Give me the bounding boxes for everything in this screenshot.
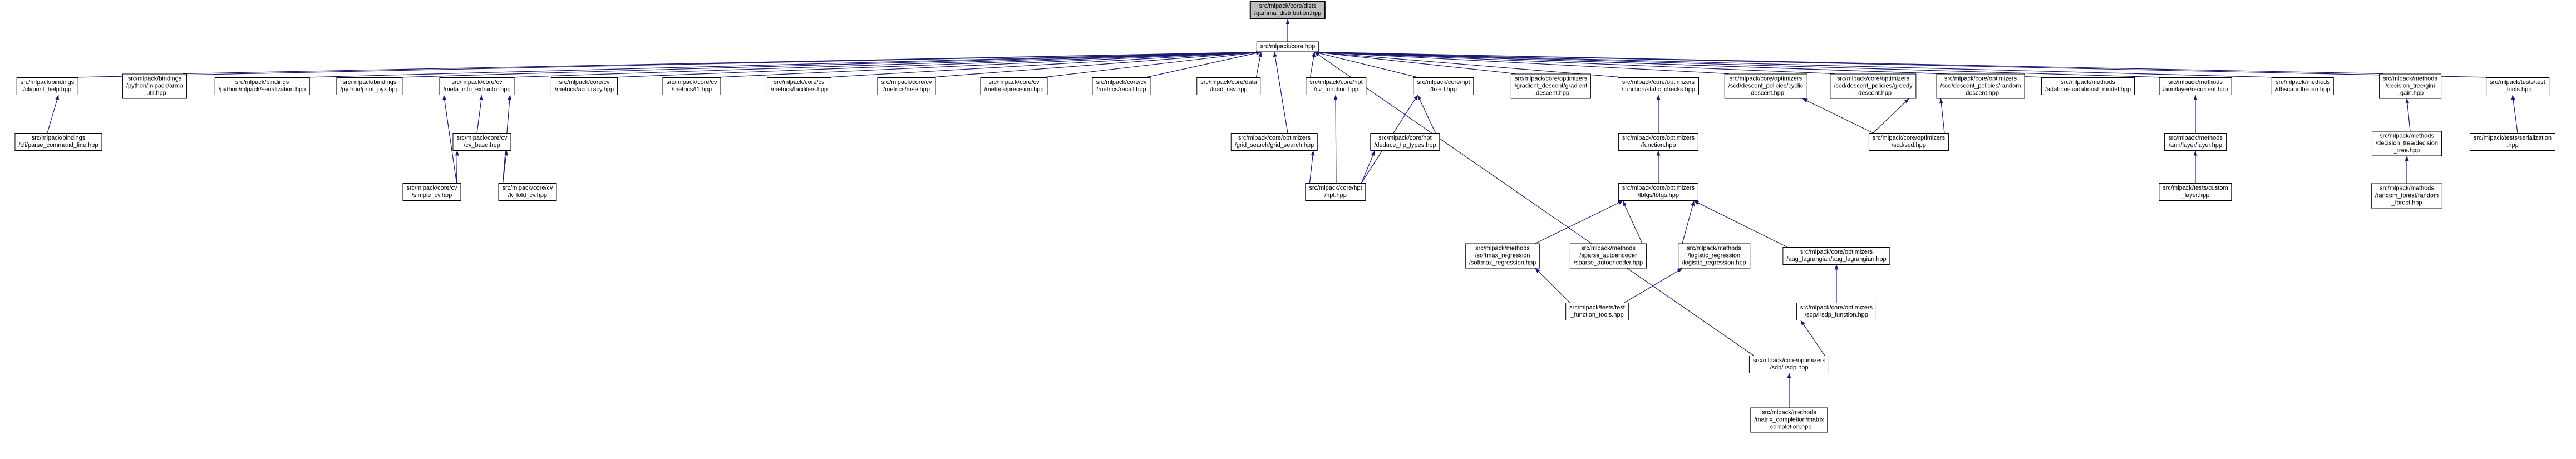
graph-node-function[interactable]: src/mlpack/core/optimizers /function.hpp [1618,133,1699,151]
graph-node-grid_search[interactable]: src/mlpack/core/optimizers /grid_search/… [1230,133,1318,151]
graph-node-print_pyx[interactable]: src/mlpack/bindings /python/print_pyx.hp… [336,77,403,95]
graph-node-scd[interactable]: src/mlpack/core/optimizers /scd/scd.hpp [1868,133,1949,151]
include-edge-parse_command_line-to-print_help [47,95,59,134]
include-edge-aug_lagrangian-to-lbfgs [1693,200,1787,248]
include-edge-logistic_regression-to-lbfgs [1682,200,1695,244]
include-edge-scd-to-greedy_descent [1873,98,1909,134]
graph-node-test_function_tools[interactable]: src/mlpack/tests/test _function_tools.hp… [1565,303,1629,320]
include-edge-dbscan-to-core [1314,50,2277,78]
graph-node-gradient_descent[interactable]: src/mlpack/core/optimizers /gradient_des… [1510,73,1592,99]
include-edge-test_tools-to-core [1314,50,2491,78]
graph-node-static_checks[interactable]: src/mlpack/core/optimizers /function/sta… [1617,77,1700,95]
include-edge-softmax_regression-to-lbfgs [1535,200,1623,244]
graph-node-serialization_test[interactable]: src/mlpack/tests/serialization .hpp [2470,133,2555,151]
include-edge-lrsdp-to-lrsdp_function [1800,320,1825,356]
include-edge-arma_util-to-core [182,50,1262,75]
include-edge-cv_base-to-meta_info_extractor [476,95,484,134]
include-edge-precision-to-core [1043,51,1262,78]
include-edge-cv_function-to-core [1309,52,1316,78]
graph-node-adaboost_model[interactable]: src/mlpack/methods /adaboost/adaboost_mo… [2041,77,2135,95]
graph-node-core[interactable]: src/mlpack/core.hpp [1256,41,1319,52]
graph-node-decision_tree[interactable]: src/mlpack/methods /decision_tree/decisi… [2372,131,2442,156]
graph-node-cv_function[interactable]: src/mlpack/core/hpt /cv_function.hpp [1306,77,1367,95]
include-edge-recurrent-to-core [1314,50,2164,78]
graph-node-gamma_distribution[interactable]: src/mlpack/core/dists /gamma_distributio… [1249,1,1326,19]
include-edge-grid_search-to-core [1273,52,1288,134]
include-edge-facilities-to-core [826,50,1262,78]
include-edge-test_function_tools-to-logistic_regression [1624,268,1683,303]
include-edge-accuracy-to-core [613,50,1262,78]
graph-node-mse[interactable]: src/mlpack/core/cv /metrics/mse.hpp [877,77,936,95]
include-edge-print_pyx-to-core [398,50,1262,78]
graph-node-arma_util[interactable]: src/mlpack/bindings /python/mlpack/arma … [122,73,188,99]
include-edge-greedy_descent-to-core [1314,50,1835,75]
graph-node-deduce_hp_types[interactable]: src/mlpack/core/hpt /deduce_hp_types.hpp [1370,133,1440,151]
graph-node-f1[interactable]: src/mlpack/core/cv /metrics/f1.hpp [662,77,721,95]
include-edge-py_serialization-to-core [305,50,1262,78]
graph-node-recurrent[interactable]: src/mlpack/methods /ann/layer/recurrent.… [2159,77,2232,95]
include-edge-recall-to-core [1146,51,1262,78]
include-edge-cyclic_descent-to-core [1314,50,1729,75]
graph-node-gini_gain[interactable]: src/mlpack/methods /decision_tree/gini _… [2379,73,2441,99]
include-edge-deduce_hp_types-to-fixed [1417,95,1436,134]
include-edge-serialization_test-to-test_tools [2511,95,2518,134]
graph-node-print_help[interactable]: src/mlpack/bindings /cli/print_help.hpp [16,77,78,95]
graph-node-dbscan[interactable]: src/mlpack/methods /dbscan/dbscan.hpp [2271,77,2334,95]
include-edge-scd-to-cyclic_descent [1802,98,1874,134]
include-edge-mse-to-core [931,50,1262,78]
include-edge-lrsdp-to-core [1314,52,1754,356]
include-edge-static_checks-to-core [1314,50,1623,78]
graph-node-random_descent[interactable]: src/mlpack/core/optimizers /scd/descent_… [1936,73,2025,99]
graph-node-lrsdp[interactable]: src/mlpack/core/optimizers /sdp/lrsdp.hp… [1748,356,1830,373]
include-edge-simple_cv-to-meta_info_extractor [442,95,457,184]
graph-node-py_serialization[interactable]: src/mlpack/bindings /python/mlpack/seria… [214,77,310,95]
graph-node-cv_base[interactable]: src/mlpack/core/cv /cv_base.hpp [452,133,511,151]
graph-node-greedy_descent[interactable]: src/mlpack/core/optimizers /scd/descent_… [1830,73,1917,99]
include-edge-hpt-to-deduce_hp_types [1361,150,1376,184]
include-edge-gradient_descent-to-core [1314,50,1516,75]
include-edge-hpt-to-grid_search [1309,150,1315,184]
graph-node-accuracy[interactable]: src/mlpack/core/cv /metrics/accuracy.hpp [550,77,618,95]
graph-node-custom_layer[interactable]: src/mlpack/tests/custom _layer.hpp [2159,183,2232,201]
graph-node-lrsdp_function[interactable]: src/mlpack/core/optimizers /sdp/lrsdp_fu… [1796,303,1877,320]
graph-node-precision[interactable]: src/mlpack/core/cv /metrics/precision.hp… [980,77,1048,95]
graph-node-cyclic_descent[interactable]: src/mlpack/core/optimizers /scd/descent_… [1724,73,1807,99]
include-edge-scd-to-random_descent [1939,98,1945,134]
graph-node-matrix_completion[interactable]: src/mlpack/methods /matrix_completion/ma… [1750,407,1828,433]
include-edge-sparse_autoencoder-to-lbfgs [1622,200,1643,244]
graph-node-meta_info_extractor[interactable]: src/mlpack/core/cv /meta_info_extractor.… [439,77,515,95]
graph-node-hpt[interactable]: src/mlpack/core/hpt /hpt.hpp [1305,183,1366,201]
graph-node-facilities[interactable]: src/mlpack/core/cv /metrics/facilities.h… [766,77,832,95]
include-edge-adaboost_model-to-core [1314,50,2046,78]
graph-node-recall[interactable]: src/mlpack/core/cv /metrics/recall.hpp [1092,77,1151,95]
include-edge-f1-to-core [716,50,1262,78]
include-edge-fixed-to-core [1314,51,1418,78]
graph-node-random_forest[interactable]: src/mlpack/methods /random_forest/random… [2371,183,2443,209]
graph-node-fixed[interactable]: src/mlpack/core/hpt /fixed.hpp [1413,77,1474,95]
include-edge-meta_info_extractor-to-core [510,50,1262,78]
graph-node-parse_command_line[interactable]: src/mlpack/bindings /cli/parse_command_l… [14,133,102,151]
graph-node-sparse_autoencoder[interactable]: src/mlpack/methods /sparse_autoencoder /… [1569,243,1647,269]
graph-node-load_csv[interactable]: src/mlpack/core/data /load_csv.hpp [1196,77,1261,95]
graph-node-aug_lagrangian[interactable]: src/mlpack/core/optimizers /aug_lagrangi… [1782,247,1890,265]
graph-node-k_fold_cv[interactable]: src/mlpack/core/cv /k_fold_cv.hpp [498,183,557,201]
include-edge-test_function_tools-to-softmax_regression [1535,268,1570,303]
include-edge-decision_tree-to-gini_gain [2405,98,2411,131]
graph-node-layer[interactable]: src/mlpack/methods /ann/layer/layer.hpp [2164,133,2227,151]
graph-node-logistic_regression[interactable]: src/mlpack/methods /logistic_regression … [1678,243,1750,269]
include-edge-load_csv-to-core [1255,52,1262,78]
graph-node-test_tools[interactable]: src/mlpack/tests/test _tools.hpp [2486,77,2549,95]
graph-node-simple_cv[interactable]: src/mlpack/core/cv /simple_cv.hpp [402,183,461,201]
graph-node-softmax_regression[interactable]: src/mlpack/methods /softmax_regression /… [1465,243,1540,269]
graph-node-lbfgs[interactable]: src/mlpack/core/optimizers /lbfgs/lbfgs.… [1618,183,1699,201]
